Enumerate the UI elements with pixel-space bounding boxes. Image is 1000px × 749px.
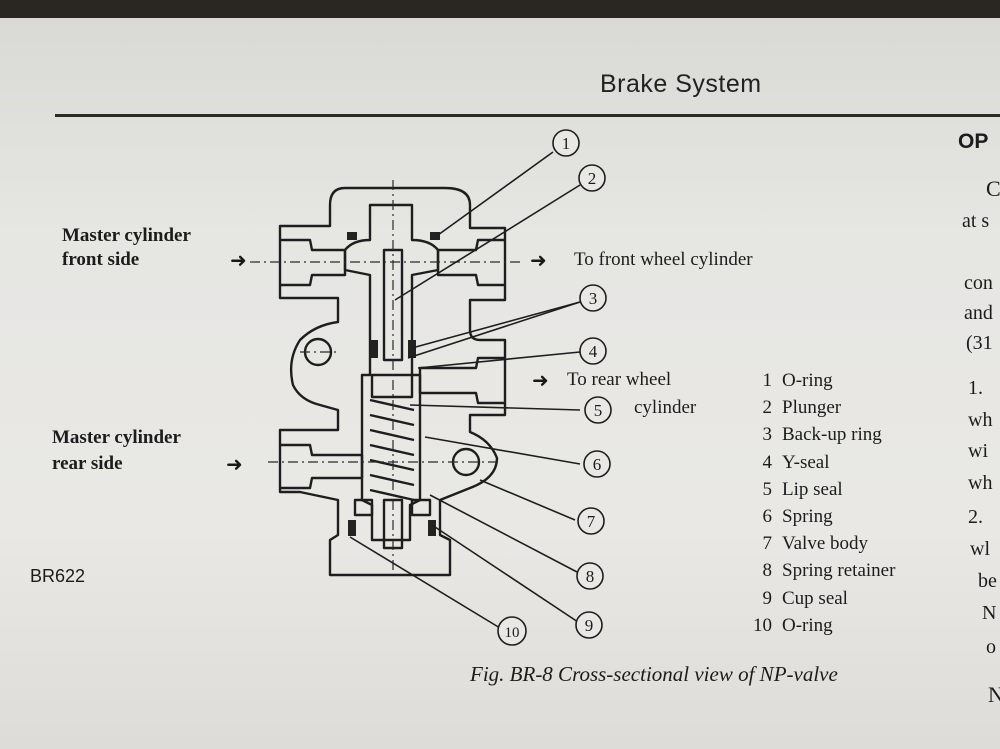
callout-5: 5 [594, 401, 603, 420]
page-title: Brake System [600, 70, 762, 98]
cup-seal-left [348, 520, 356, 536]
seal-blocks [353, 498, 432, 517]
to-front-label: To front wheel cylinder [574, 249, 753, 270]
arrow-right-icon: ➜ [226, 452, 243, 476]
figure-code: BR622 [30, 566, 86, 586]
right-column-heading: OP [958, 130, 989, 153]
callout-1: 1 [562, 134, 571, 153]
master-rear-label-line2: rear side [52, 453, 123, 474]
callout-7: 7 [587, 512, 596, 531]
seal-top-left [370, 340, 378, 358]
plunger-head [370, 373, 414, 399]
arrow-right-icon: ➜ [530, 248, 547, 272]
right-column-fragment: at s [962, 210, 990, 232]
right-column-fragment: wh [968, 472, 993, 494]
rear-outlet-port [418, 356, 505, 405]
callout-8: 8 [586, 567, 595, 586]
oring-top-left [430, 232, 440, 240]
right-column-fragment: o [986, 636, 996, 658]
master-front-label-line2: front side [62, 249, 140, 270]
right-column-fragment: 2. [968, 506, 983, 528]
right-column-fragment: con [964, 272, 993, 294]
oring-top-right [347, 232, 357, 240]
right-column-fragment: C [986, 176, 1000, 201]
spring-coils [369, 398, 415, 502]
figure-caption: Fig. BR-8 Cross-sectional view of NP-val… [470, 662, 838, 686]
right-column-fragment: N [982, 602, 997, 624]
rear-inlet-port [280, 443, 364, 490]
right-column-fragment: wi [968, 440, 988, 462]
master-front-label-line1: Master cylinder [62, 225, 191, 246]
right-column-fragment: and [964, 302, 993, 324]
master-rear-label-line1: Master cylinder [52, 427, 181, 448]
right-column-fragment: wh [968, 409, 993, 431]
arrow-right-icon: ➜ [230, 248, 247, 272]
callout-4: 4 [589, 342, 598, 361]
to-rear-label-line1: To rear wheel [567, 369, 672, 390]
callout-3: 3 [589, 289, 598, 308]
right-column-fragment: be [978, 570, 997, 592]
right-column-fragment: N [988, 682, 1000, 707]
callout-6: 6 [593, 455, 602, 474]
central-bore [343, 203, 440, 542]
callout-10: 10 [505, 625, 520, 641]
callout-2: 2 [588, 169, 597, 188]
seal-top-right [408, 340, 416, 358]
arrow-right-icon: ➜ [532, 368, 549, 392]
right-column-fragment: (31 [966, 332, 993, 354]
right-column-fragment: 1. [968, 377, 983, 399]
header-rule [55, 114, 1000, 117]
cup-seal-right [428, 520, 436, 536]
to-rear-label-line2: cylinder [634, 397, 697, 418]
right-column-fragment: wl [970, 538, 990, 560]
callout-9: 9 [585, 616, 594, 635]
